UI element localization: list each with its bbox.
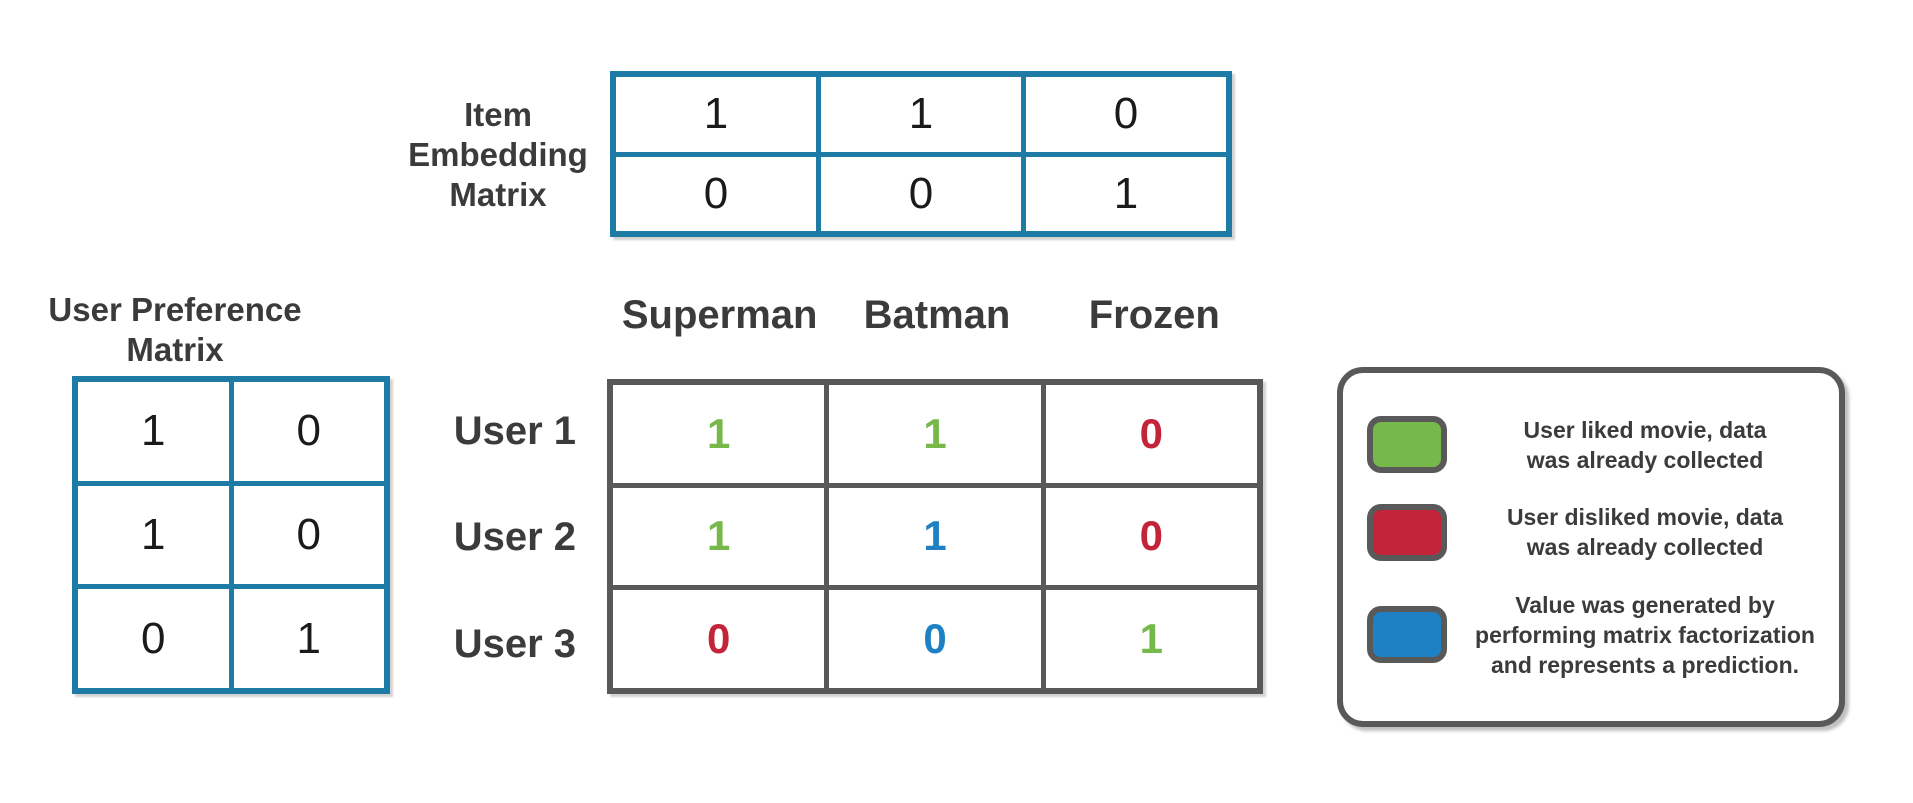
cell-value: 0 [141,613,166,663]
column-header-batman: Batman [863,293,1011,337]
ratings-column-headers: Superman Batman Frozen [611,292,1263,338]
ratings-cell: 1 [829,487,1041,586]
cell-value: 0 [296,509,321,559]
item-embedding-label-line: Embedding [408,136,588,173]
cell-value: 1 [908,89,934,139]
matrix-cell: 0 [233,485,384,585]
ratings-cell: 1 [829,385,1041,483]
legend-text-line: User disliked movie, data [1506,504,1784,530]
legend-item-text: Value was generated by performing matrix… [1475,590,1815,680]
matrix-cell: 0 [821,156,1021,231]
matrix-cell: 1 [78,382,229,481]
rating-value: 1 [1139,615,1163,663]
rating-value: 1 [706,512,731,560]
matrix-cell: 1 [616,77,816,152]
row-header-user-3: User 3 [453,622,576,666]
legend: User liked movie, data was already colle… [1337,367,1845,727]
legend-text-line: Value was generated by [1515,591,1775,618]
matrix-cell: 1 [821,77,1021,152]
item-embedding-label-line: Item [464,96,532,133]
disliked-color-swatch [1367,503,1447,561]
legend-text-line: was already collected [1526,446,1764,473]
ratings-matrix: 1 1 0 1 1 0 0 0 1 [607,379,1263,694]
matrix-cell: 0 [1026,77,1226,152]
column-header-superman: Superman [621,293,818,337]
row-header-user-2: User 2 [453,515,576,559]
user-preference-label-line: User Preference [48,291,302,328]
legend-text-line: performing matrix factorization [1475,621,1815,648]
cell-value: 0 [703,168,729,218]
ratings-cell: 0 [1045,487,1257,586]
legend-text-line: and represents a prediction. [1490,651,1800,678]
legend-item-text: User disliked movie, data was already co… [1475,502,1815,562]
cell-value: 1 [703,89,729,139]
rating-value: 1 [706,409,731,457]
cell-value: 1 [141,406,166,456]
rating-value: 0 [1139,409,1163,457]
legend-text-line: User liked movie, data [1523,416,1767,443]
legend-item-disliked: User disliked movie, data was already co… [1367,502,1815,562]
legend-item-liked: User liked movie, data was already colle… [1367,415,1815,475]
ratings-cell: 1 [613,385,825,483]
cell-value: 1 [141,509,166,559]
user-preference-matrix: 1 0 1 0 0 1 [72,376,390,694]
cell-value: 0 [908,168,934,218]
rating-value: 1 [923,409,947,457]
legend-item-text: User liked movie, data was already colle… [1475,415,1815,475]
rating-value: 0 [706,615,731,663]
cell-value: 1 [1113,168,1139,218]
matrix-cell: 1 [78,485,229,585]
user-preference-matrix-label: User Preference Matrix [20,290,330,370]
item-embedding-label-line: Matrix [449,176,547,213]
column-header-frozen: Frozen [1088,293,1220,337]
user-preference-label-line: Matrix [126,331,224,368]
rating-value: 1 [923,512,947,560]
rating-value: 0 [1139,512,1163,560]
ratings-cell: 0 [829,590,1041,688]
ratings-cell: 0 [1045,385,1257,483]
matrix-cell: 0 [78,589,229,688]
matrix-cell: 1 [233,589,384,688]
matrix-cell: 0 [233,382,384,481]
predicted-color-swatch [1367,606,1447,663]
legend-item-predicted: Value was generated by performing matrix… [1367,590,1815,680]
ratings-cell: 1 [613,487,825,586]
matrix-cell: 0 [616,156,816,231]
item-embedding-matrix: 1 1 0 0 0 1 [610,71,1232,237]
cell-value: 0 [296,406,321,456]
liked-color-swatch [1367,416,1447,473]
item-embedding-matrix-label: Item Embedding Matrix [358,95,638,215]
rating-value: 0 [923,615,947,663]
cell-value: 1 [296,613,321,663]
cell-value: 0 [1113,89,1139,139]
ratings-cell: 1 [1045,590,1257,688]
legend-text-line: was already collected [1526,534,1764,560]
row-header-user-1: User 1 [453,409,576,453]
matrix-cell: 1 [1026,156,1226,231]
ratings-cell: 0 [613,590,825,688]
